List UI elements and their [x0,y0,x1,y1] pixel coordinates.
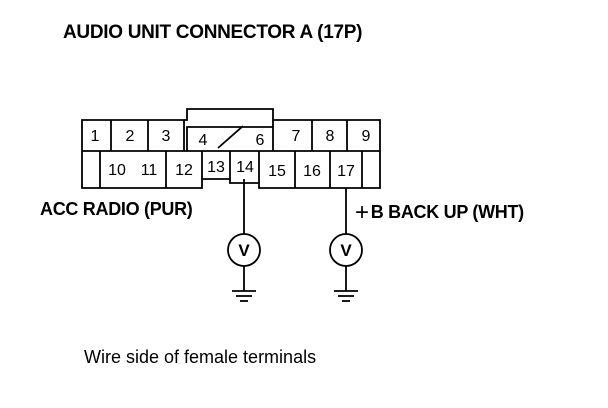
b-backup-label: +B BACK UP (WHT) [355,199,524,227]
terminal-1: 1 [91,128,100,145]
acc-radio-label: ACC RADIO (PUR) [40,199,193,219]
ground-icon [232,290,256,302]
terminal-6: 6 [256,132,265,149]
terminal-8: 8 [326,128,335,145]
terminal-12: 12 [175,162,193,179]
terminal-16: 16 [303,163,321,180]
connector-outline [81,108,381,189]
terminal-14: 14 [236,159,254,176]
diagram-title: AUDIO UNIT CONNECTOR A (17P) [63,22,363,43]
terminal-9: 9 [362,128,371,145]
terminal-3: 3 [162,128,171,145]
right-probe [329,188,363,302]
b-backup-text: B BACK UP (WHT) [370,202,524,222]
terminal-2: 2 [126,128,135,145]
diagram-caption: Wire side of female terminals [84,347,317,367]
terminal-11: 11 [141,162,158,179]
voltmeter-symbol-right: V [340,241,352,260]
plus-symbol: + [355,199,369,226]
blank-terminal-slash [217,125,244,149]
terminal-17: 17 [337,163,355,180]
terminal-7: 7 [292,128,301,145]
left-probe [227,179,261,302]
voltmeter-symbol-left: V [238,241,250,260]
terminal-15: 15 [268,163,286,180]
terminal-10: 10 [108,162,126,179]
terminal-13: 13 [207,159,225,176]
ground-icon [334,290,358,302]
terminal-4: 4 [199,132,208,149]
